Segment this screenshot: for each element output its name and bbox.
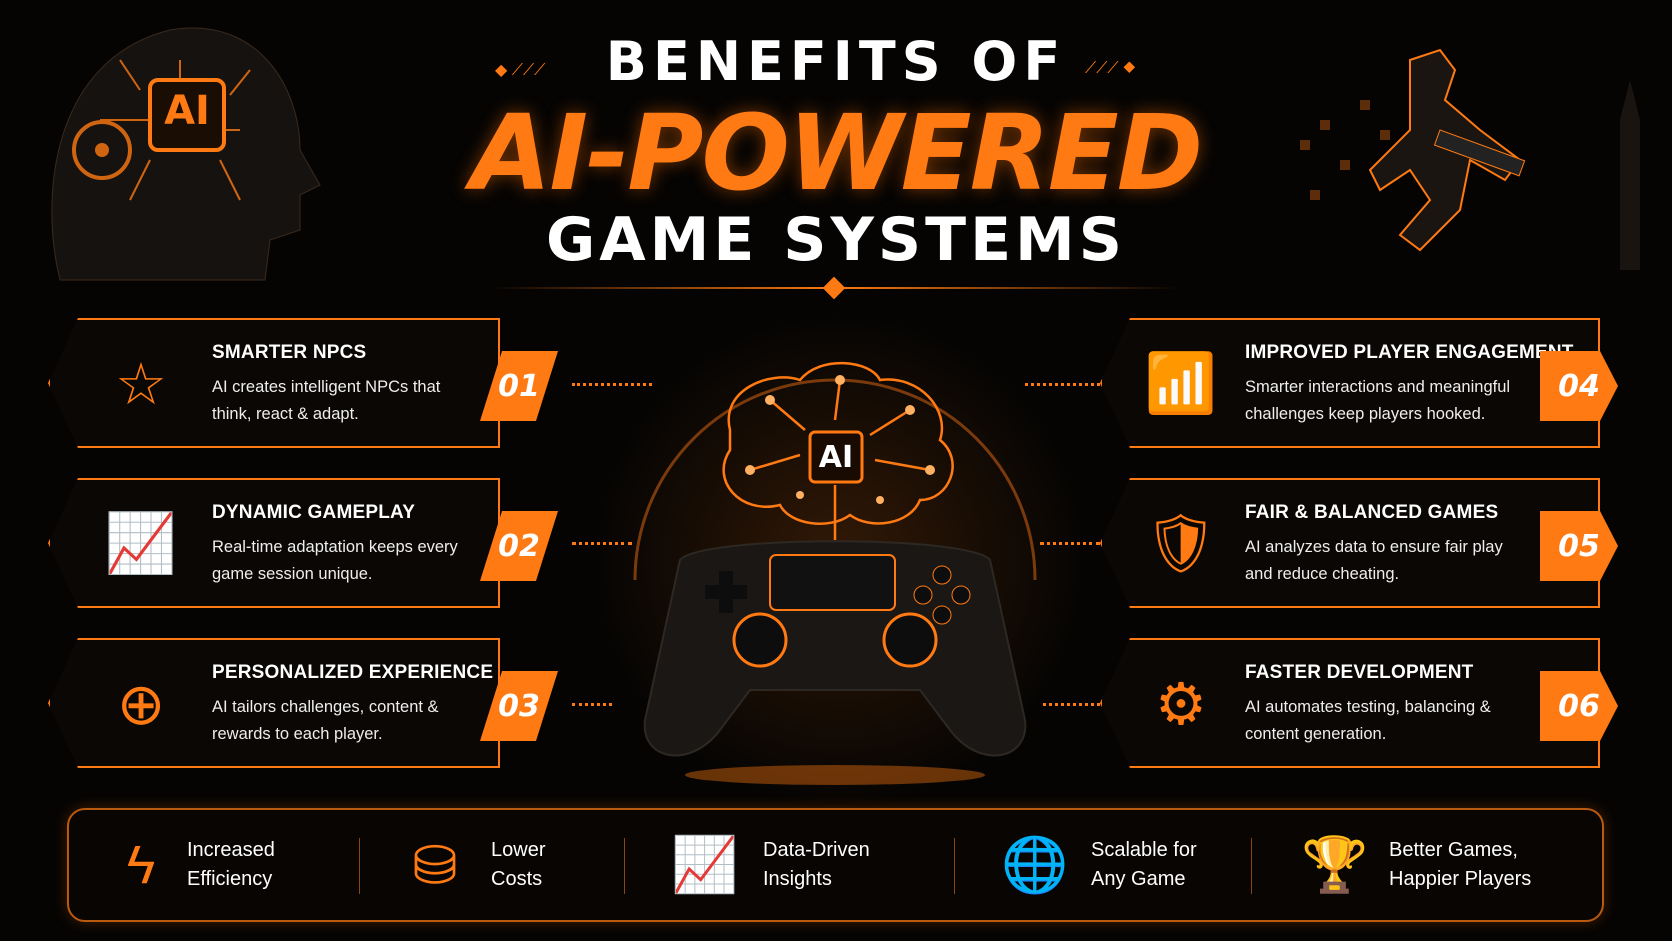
user-target-icon: ⊕ [116,672,166,737]
benefit-card-01: ☆ SMARTER NPCS AI creates intelligent NP… [48,318,608,452]
footer-label: Lower Costs [491,839,546,890]
connector-05 [1040,542,1100,545]
lightning-icon: ϟ [126,835,156,895]
benefit-number-badge: 04 [1540,351,1618,421]
benefit-description: AI tailors challenges, content & rewards… [212,698,439,743]
footer-label: Scalable for Any Game [1091,839,1197,890]
coins-icon: ⛁ [412,835,458,896]
footer-separator [359,838,360,894]
benefit-title: IMPROVED PLAYER ENGAGEMENT [1245,342,1574,363]
star-bars-icon: 📶 [1144,351,1218,416]
benefit-title: SMARTER NPCS [212,342,367,363]
benefit-number-badge: 05 [1540,511,1618,581]
connector-02 [572,542,632,545]
benefit-number-badge: 06 [1540,671,1618,741]
title-line-3: GAME SYSTEMS [546,205,1126,275]
divider-diamond [822,276,846,300]
ai-brain-controller-illustration [633,361,1037,785]
benefit-title: FAIR & BALANCED GAMES [1245,502,1499,523]
footer-item-insights: 📈 Data-Driven Insights [669,810,883,920]
benefit-card-04: 📶 IMPROVED PLAYER ENGAGEMENT Smarter int… [1100,318,1660,452]
title-line-1: BENEFITS OF [605,30,1067,93]
globe-icon: 🌐 [1001,834,1069,895]
benefit-card-06: ⚙ FASTER DEVELOPMENT AI automates testin… [1100,638,1660,772]
title-deco-right: ⟋⟋⟋ ◆ [1085,60,1136,77]
footer-separator [954,838,955,894]
benefit-title: DYNAMIC GAMEPLAY [212,502,416,523]
shield-check-icon: 🛡 [1144,511,1218,576]
benefit-title: FASTER DEVELOPMENT [1245,662,1474,683]
footer-label: Better Games, Happier Players [1389,839,1532,890]
chart-arrow-icon: 📈 [671,834,739,895]
connector-03 [572,703,612,706]
footer-item-scalable: 🌐 Scalable for Any Game [999,810,1211,920]
ai-chip-label: AI [164,88,210,134]
connector-01 [572,383,652,386]
ai-head-illustration [51,27,321,281]
gear-clock-icon: ⚙ [1155,672,1207,737]
benefit-description: Smarter interactions and meaningful chal… [1245,378,1511,423]
growth-chart-icon: 📈 [104,511,178,576]
head-star-icon: ☆ [115,352,167,417]
title-deco-left: ◆ ⟋⟋⟋ [495,62,546,79]
benefit-description: AI creates intelligent NPCs that think, … [212,378,441,423]
benefit-card-02: 📈 DYNAMIC GAMEPLAY Real-time adaptation … [48,478,608,612]
footer-label: Increased Efficiency [187,839,275,890]
title-line-2: AI-POWERED [470,92,1203,214]
connector-06 [1043,703,1100,706]
ai-chip-center-label: AI [818,440,854,475]
benefit-card-05: 🛡 FAIR & BALANCED GAMES AI analyzes data… [1100,478,1660,612]
benefit-title: PERSONALIZED EXPERIENCE [212,662,494,683]
footer-separator [1251,838,1252,894]
footer-item-costs: ⛁ Lower Costs [399,810,561,920]
benefit-description: AI analyzes data to ensure fair play and… [1245,538,1503,583]
soldier-illustration [1300,48,1640,270]
benefit-description: AI automates testing, balancing & conten… [1245,698,1491,743]
benefit-card-03: ⊕ PERSONALIZED EXPERIENCE AI tailors cha… [48,638,608,772]
footer-label: Data-Driven Insights [763,839,870,890]
footer-item-players: 🏆 Better Games, Happier Players [1299,810,1549,920]
footer-separator [624,838,625,894]
connector-04 [1025,383,1100,386]
trophy-icon: 🏆 [1301,834,1369,895]
footer-item-efficiency: ϟ Increased Efficiency [105,810,297,920]
footer-benefits-bar: ϟ Increased Efficiency ⛁ Lower Costs 📈 Data… [67,808,1604,922]
benefit-description: Real-time adaptation keeps every game se… [212,538,458,583]
